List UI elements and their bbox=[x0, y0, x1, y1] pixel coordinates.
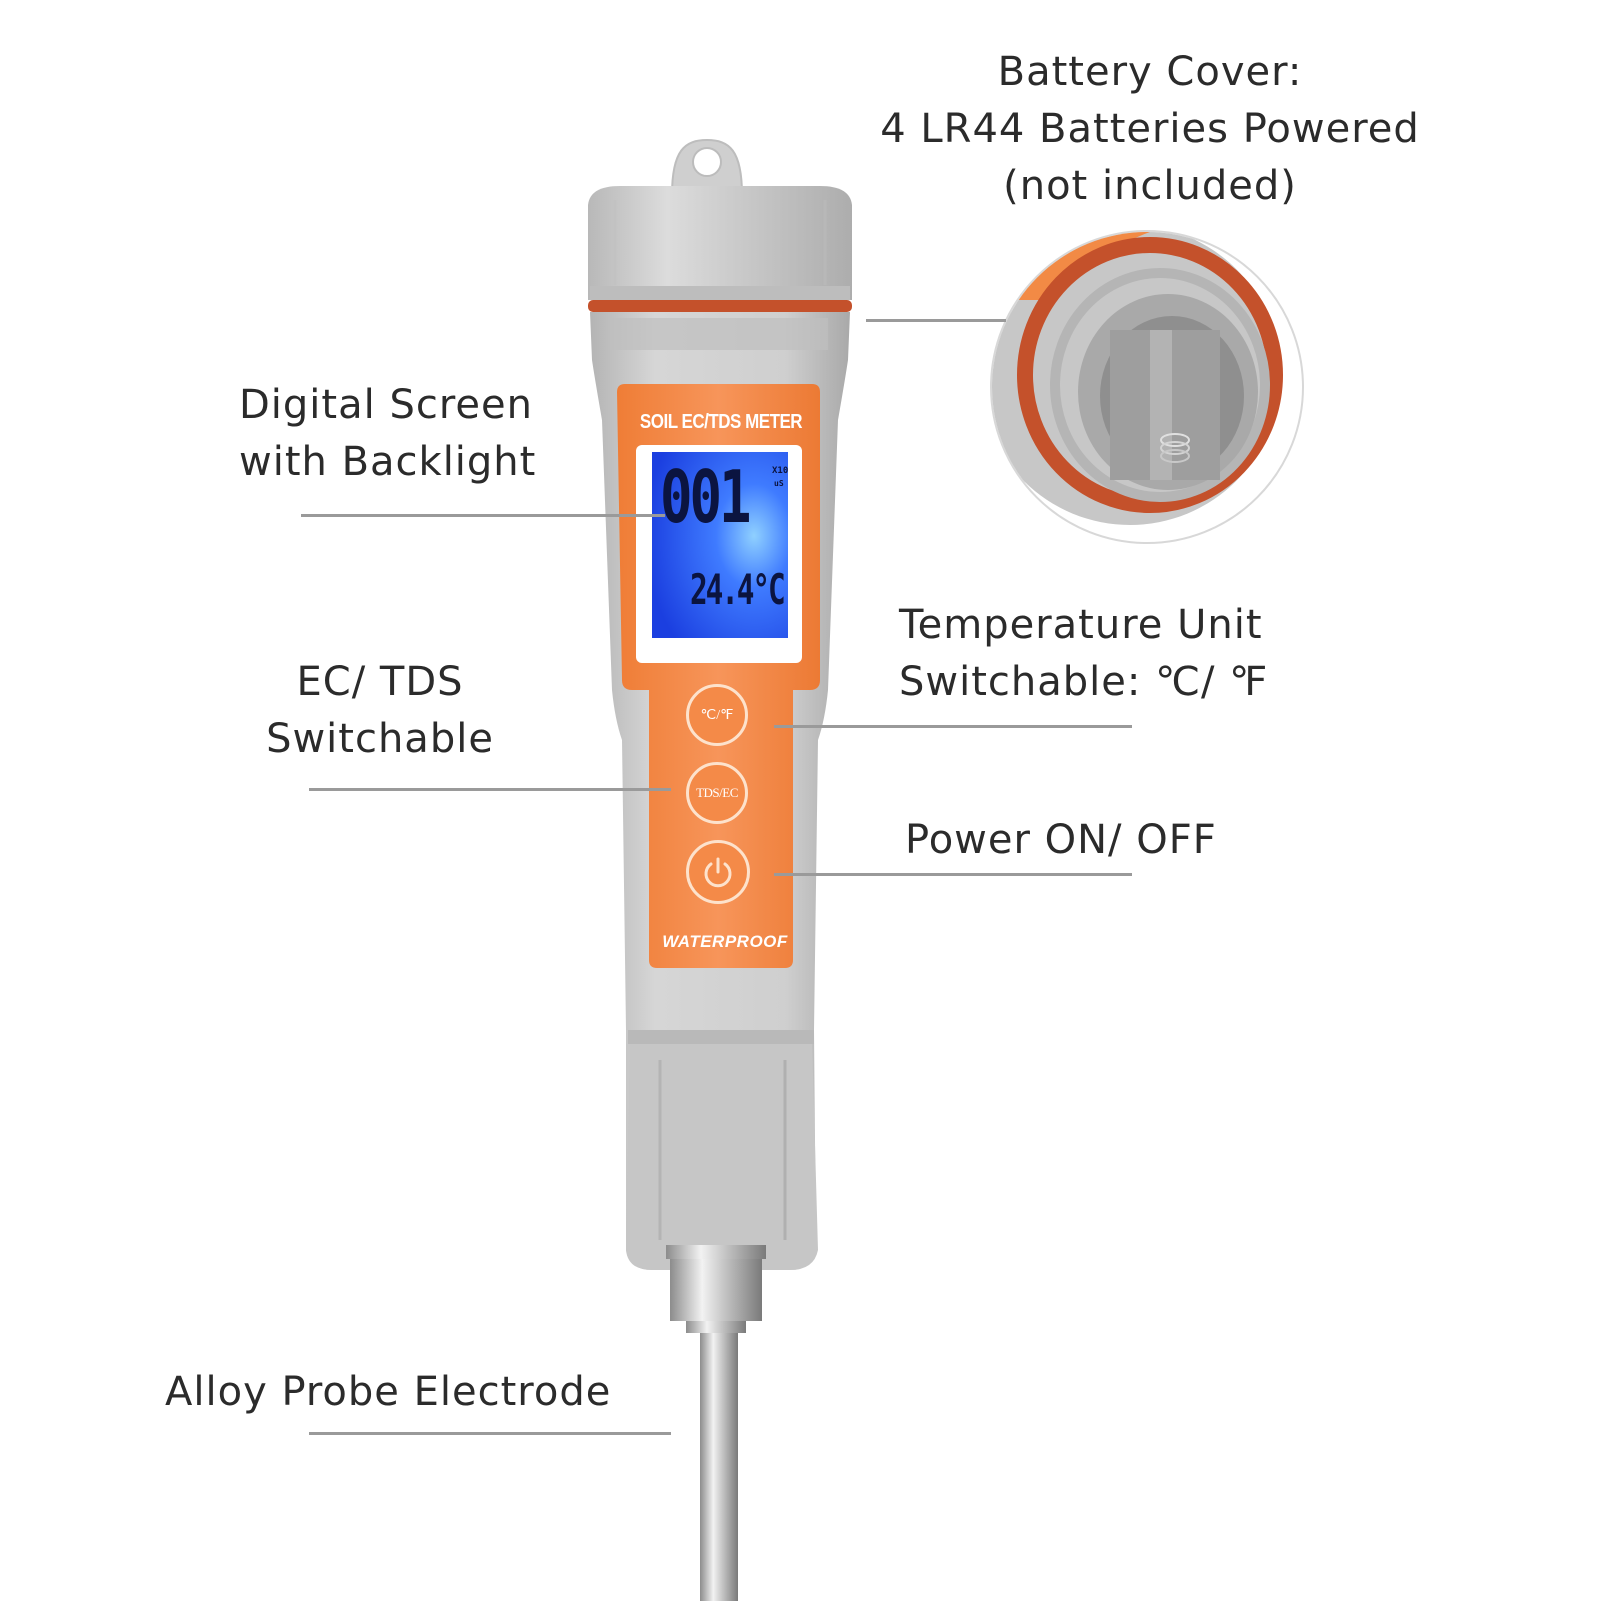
ec-tds-detail: Switchable bbox=[266, 716, 494, 762]
battery-cover-title: Battery Cover: bbox=[997, 49, 1303, 95]
digital-screen-callout: Digital Screen with Backlight bbox=[239, 377, 536, 491]
battery-cap bbox=[588, 186, 852, 312]
temperature-unit-callout: Temperature Unit Switchable: ℃/ ℉ bbox=[899, 597, 1268, 711]
lanyard-loop bbox=[670, 138, 744, 196]
battery-cover-callout: Battery Cover: 4 LR44 Batteries Powered … bbox=[870, 44, 1430, 215]
model-label: SOIL EC/TDS METER bbox=[639, 410, 803, 433]
digital-screen-detail: with Backlight bbox=[239, 439, 537, 485]
power-icon bbox=[704, 857, 732, 888]
temp-unit-button-label: ℃/℉ bbox=[700, 707, 734, 723]
leader-power bbox=[774, 873, 1132, 876]
temperature-unit-detail: Switchable: ℃/ ℉ bbox=[899, 659, 1269, 705]
battery-cover-detail: 4 LR44 Batteries Powered bbox=[880, 106, 1420, 152]
battery-spring-icon bbox=[1160, 433, 1190, 463]
leader-ec-tds bbox=[309, 788, 671, 791]
power-callout: Power ON/ OFF bbox=[905, 812, 1217, 869]
battery-cover-note: (not included) bbox=[1003, 163, 1297, 209]
lcd-multiplier: X10 bbox=[772, 466, 789, 476]
leader-probe bbox=[309, 1432, 671, 1435]
lcd-main-value: 001 bbox=[660, 455, 752, 539]
temp-unit-button[interactable]: ℃/℉ bbox=[686, 684, 748, 746]
mode-button[interactable]: TDS/EC bbox=[686, 762, 748, 824]
probe-title: Alloy Probe Electrode bbox=[165, 1369, 612, 1415]
leader-screen bbox=[301, 514, 665, 517]
ec-tds-title: EC/ TDS bbox=[296, 659, 464, 705]
lcd-unit: uS bbox=[774, 479, 784, 488]
waterproof-label: WATERPROOF bbox=[662, 932, 788, 951]
leader-temp-unit bbox=[774, 725, 1132, 728]
leader-battery bbox=[866, 319, 1006, 322]
power-button[interactable] bbox=[686, 840, 750, 904]
digital-screen-title: Digital Screen bbox=[239, 382, 533, 428]
lcd-temperature: 24.4°C bbox=[690, 565, 786, 614]
ec-tds-callout: EC/ TDS Switchable bbox=[240, 654, 520, 768]
mode-button-label: TDS/EC bbox=[696, 785, 738, 800]
temperature-unit-title: Temperature Unit bbox=[899, 602, 1263, 648]
faceplate bbox=[617, 384, 820, 968]
power-title: Power ON/ OFF bbox=[905, 817, 1217, 863]
probe-callout: Alloy Probe Electrode bbox=[165, 1364, 611, 1421]
